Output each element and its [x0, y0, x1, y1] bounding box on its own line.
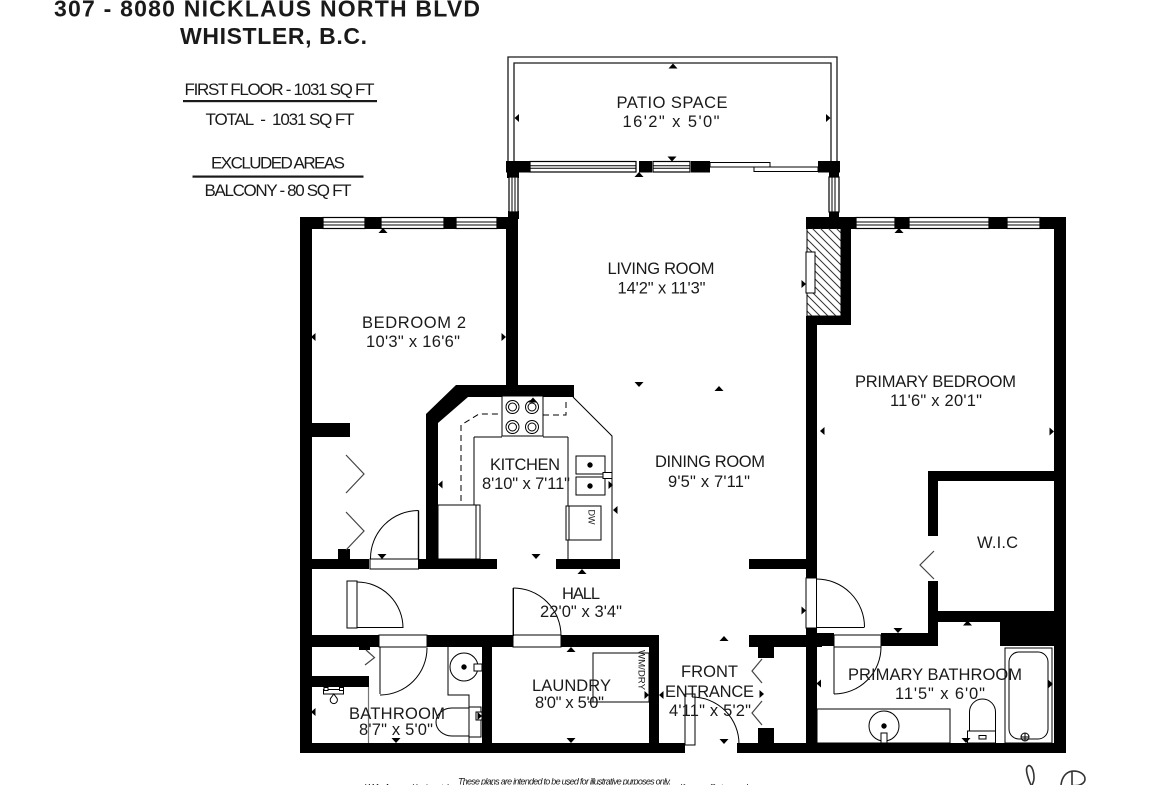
- svg-text:9'5" x 7'11": 9'5" x 7'11": [668, 473, 750, 491]
- svg-text:BEDROOM 2: BEDROOM 2: [362, 314, 466, 332]
- svg-text:DINING ROOM: DINING ROOM: [655, 453, 765, 471]
- svg-text:PATIO SPACE: PATIO SPACE: [617, 94, 728, 112]
- svg-text:W.I.C: W.I.C: [977, 534, 1018, 552]
- svg-text:PRIMARY BEDROOM: PRIMARY BEDROOM: [855, 373, 1016, 391]
- svg-text:10'3" x 16'6": 10'3" x 16'6": [366, 333, 460, 351]
- svg-text:These plans are intended to be: These plans are intended to be used for …: [458, 777, 671, 785]
- svg-text:HALL: HALL: [562, 585, 600, 603]
- svg-text:DW: DW: [587, 510, 597, 525]
- svg-text:11'6" x 20'1": 11'6" x 20'1": [890, 392, 982, 410]
- svg-text:ENTRANCE: ENTRANCE: [665, 683, 754, 701]
- svg-text:EXCLUDED AREAS: EXCLUDED AREAS: [211, 154, 345, 173]
- svg-text:While all reasonable attempts: While all reasonable attempts have been …: [365, 783, 800, 785]
- svg-text:22'0" x 3'4": 22'0" x 3'4": [540, 603, 622, 621]
- svg-text:KITCHEN: KITCHEN: [490, 456, 560, 474]
- svg-text:307 - 8080 NICKLAUS NORTH BLVD: 307 - 8080 NICKLAUS NORTH BLVD: [54, 0, 480, 22]
- svg-text:TOTAL - 1031 SQ FT: TOTAL - 1031 SQ FT: [206, 110, 355, 129]
- svg-text:14'2" x 11'3": 14'2" x 11'3": [618, 280, 706, 298]
- svg-text:8'0" x 5'0": 8'0" x 5'0": [535, 694, 604, 712]
- svg-text:LIVING ROOM: LIVING ROOM: [608, 260, 715, 278]
- svg-text:11'5" x 6'0": 11'5" x 6'0": [895, 685, 985, 703]
- svg-text:WHISTLER, B.C.: WHISTLER, B.C.: [180, 23, 367, 49]
- svg-text:8'10" x 7'11": 8'10" x 7'11": [482, 475, 570, 493]
- svg-text:FIRST FLOOR - 1031 SQ FT: FIRST FLOOR - 1031 SQ FT: [185, 80, 375, 99]
- svg-text:LAUNDRY: LAUNDRY: [532, 677, 611, 695]
- svg-text:PRIMARY BATHROOM: PRIMARY BATHROOM: [848, 666, 1022, 684]
- svg-text:BALCONY - 80 SQ FT: BALCONY - 80 SQ FT: [205, 181, 352, 200]
- svg-text:BATHROOM: BATHROOM: [349, 705, 445, 723]
- svg-text:4'11" x 5'2": 4'11" x 5'2": [669, 702, 751, 720]
- svg-text:8'7" x 5'0": 8'7" x 5'0": [359, 721, 433, 739]
- svg-text:FRONT: FRONT: [681, 663, 738, 681]
- svg-text:WM/DRY: WM/DRY: [636, 650, 647, 691]
